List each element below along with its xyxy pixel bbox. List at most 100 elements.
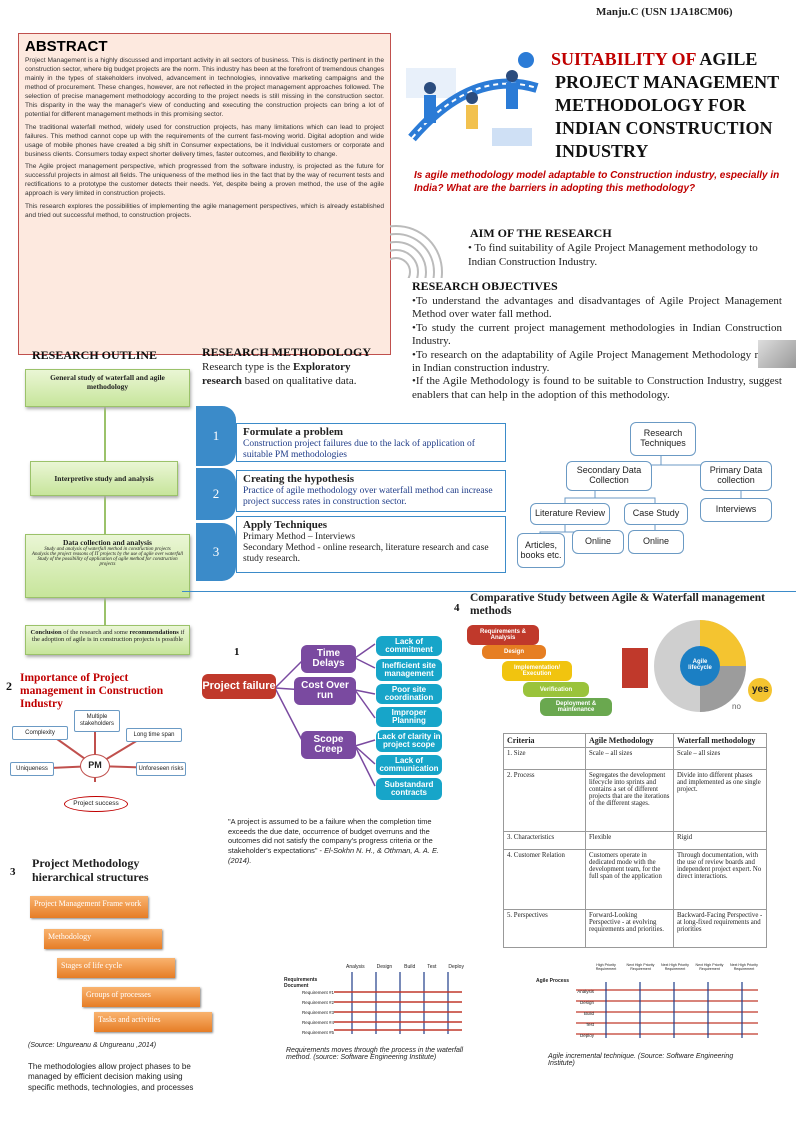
title-line4: INDIAN CONSTRUCTION [555,118,773,138]
wf-phase: Deploy [448,964,464,970]
quote-citation: El-Sokhn N. H., & Othman, A. A. E. (2014… [228,845,439,865]
table-cell: Forward-Looking Perspective - at evolvin… [585,909,674,948]
agile-caption: Agile incremental technique. (Source: So… [548,1053,734,1067]
ag-col: Next High Priority Requirement [730,963,758,971]
wf-phase: Test [427,964,437,970]
step-2-box: Creating the hypothesis Practice of agil… [236,470,506,512]
pm-node: Multiple stakeholders [74,710,120,732]
table-cell: 3. Characteristics [503,831,586,850]
abstract-p4: This research explores the possibilities… [25,203,384,220]
objectives-list: •To understand the advantages and disadv… [412,295,782,402]
scope-creep-box: Scope Creep [301,731,356,759]
table-cell: Segregates the development lifecycle int… [585,769,674,832]
objective-item: •If the Agile Methodology is found to be… [412,375,782,401]
waterfall-stage: Deployment & maintenance [540,698,612,716]
table-cell: Backward-Facing Perspective - at long-fi… [673,909,767,948]
table-header: Waterfall methodology [673,733,767,748]
hierarchy-step: Stages of life cycle [57,958,175,978]
tech-case-study: Case Study [624,503,688,525]
section-divider [182,591,796,592]
conclusion-text-2: if the adoption of agile is in construct… [31,629,185,643]
pm-node: Unforeseen risks [136,762,186,776]
table-cell: Scale – all sizes [585,747,674,770]
table-cell: 4. Customer Relation [503,849,586,910]
aim-heading: AIM OF THE RESEARCH [470,226,612,240]
step-3-text-2: Secondary Method - online research, lite… [243,542,489,564]
sec2-heading: Importance of Project management in Cons… [20,672,164,711]
ag-col: Next High Priority Requirement [661,963,689,971]
sec3-source: (Source: Ungureanu & Ungureanu ,2014) [28,1042,157,1049]
cause-box: Inefficient site management [376,659,442,681]
gray-3d-shape [758,340,796,368]
conclusion-text: of the research and some [61,629,130,636]
tech-primary: Primary Data collection [700,461,772,491]
cause-box: Improper Planning [376,707,442,727]
step-3-text-1: Primary Method – Interviews [243,531,356,542]
outline-box-3: Data collection and analysis Study and a… [25,534,190,598]
methodology-text-2: based on qualitative data. [241,374,357,387]
abstract-box: ABSTRACT Project Management is a highly … [18,33,391,355]
ag-row: Design [579,1000,594,1005]
cause-box: Poor site coordination [376,684,442,704]
quote-text: "A project is assumed to be a failure wh… [228,817,433,855]
wf-row: Requirement #5 [302,1030,335,1035]
pm-node: Uniqueness [10,762,54,776]
sec4-number: 4 [454,602,460,614]
step-1-title: Formulate a problem [243,426,344,438]
title-line5: INDUSTRY [555,141,649,161]
pm-center: PM [80,754,110,778]
table-cell: 2. Process [503,769,586,832]
table-cell: Scale – all sizes [673,747,767,770]
aim-text: • To find suitability of Agile Project M… [468,242,758,268]
title-line1: AGILE [699,49,758,69]
sec4-heading: Comparative Study between Agile & Waterf… [470,592,765,618]
project-success-node: Project success [64,796,128,812]
abstract-p2: The traditional waterfall method, widely… [25,123,384,158]
tech-interviews: Interviews [700,498,772,522]
tech-articles: Articles, books etc. [517,533,565,568]
outline-box-2: Interpretive study and analysis [30,461,178,496]
ag-row: Test [585,1022,594,1027]
hierarchy-step: Groups of processes [82,987,200,1007]
table-cell: 5. Perspectives [503,909,586,948]
cause-box: Lack of commitment [376,636,442,656]
failure-connectors [275,643,376,787]
step-3-title: Apply Techniques [243,519,328,531]
pm-node: Long time span [126,728,182,742]
recommendations-word: recommendations [129,629,179,636]
waterfall-stage: Verification [523,682,589,697]
abstract-p3: The Agile project management perspective… [25,163,384,198]
step-2-title: Creating the hypothesis [243,473,355,485]
ag-row: Build [583,1011,594,1016]
ag-row: Analysis [577,989,594,994]
wf-row: Requirement #4 [302,1020,335,1025]
table-cell: Divide into different phases and impleme… [673,769,767,832]
objective-item: •To research on the adaptability of Agil… [412,348,782,375]
cause-box: Lack of communication [376,755,442,775]
wf-phase: Design [376,964,393,970]
step-1-box: Formulate a problem Construction project… [236,423,506,462]
sec1-number: 1 [234,646,240,658]
methodology-heading: RESEARCH METHODOLOGY [202,345,372,359]
ag-process-label: Agile Process [536,978,570,984]
cost-overrun-box: Cost Over run [294,677,356,705]
outline-box-3-title: Data collection and analysis [63,538,152,547]
pm-diagram-lines [49,722,161,782]
ag-row: Deploy [579,1033,594,1038]
tech-secondary: Secondary Data Collection [566,461,652,491]
table-cell: Customers operate in dedicated mode with… [585,849,674,910]
conclusion-word: Conclusion [30,629,62,636]
abstract-heading: ABSTRACT [25,38,108,55]
comparison-table: Criteria Agile Methodology Waterfall met… [503,733,767,948]
agile-center-label: Agile lifecycle [688,659,712,671]
title-line2: PROJECT MANAGEMENT [555,72,780,92]
failure-quote: "A project is assumed to be a failure wh… [228,817,460,865]
outline-sub-1: Study and analysis of waterfall method i… [44,547,171,552]
wf-phase: Build [404,964,416,970]
